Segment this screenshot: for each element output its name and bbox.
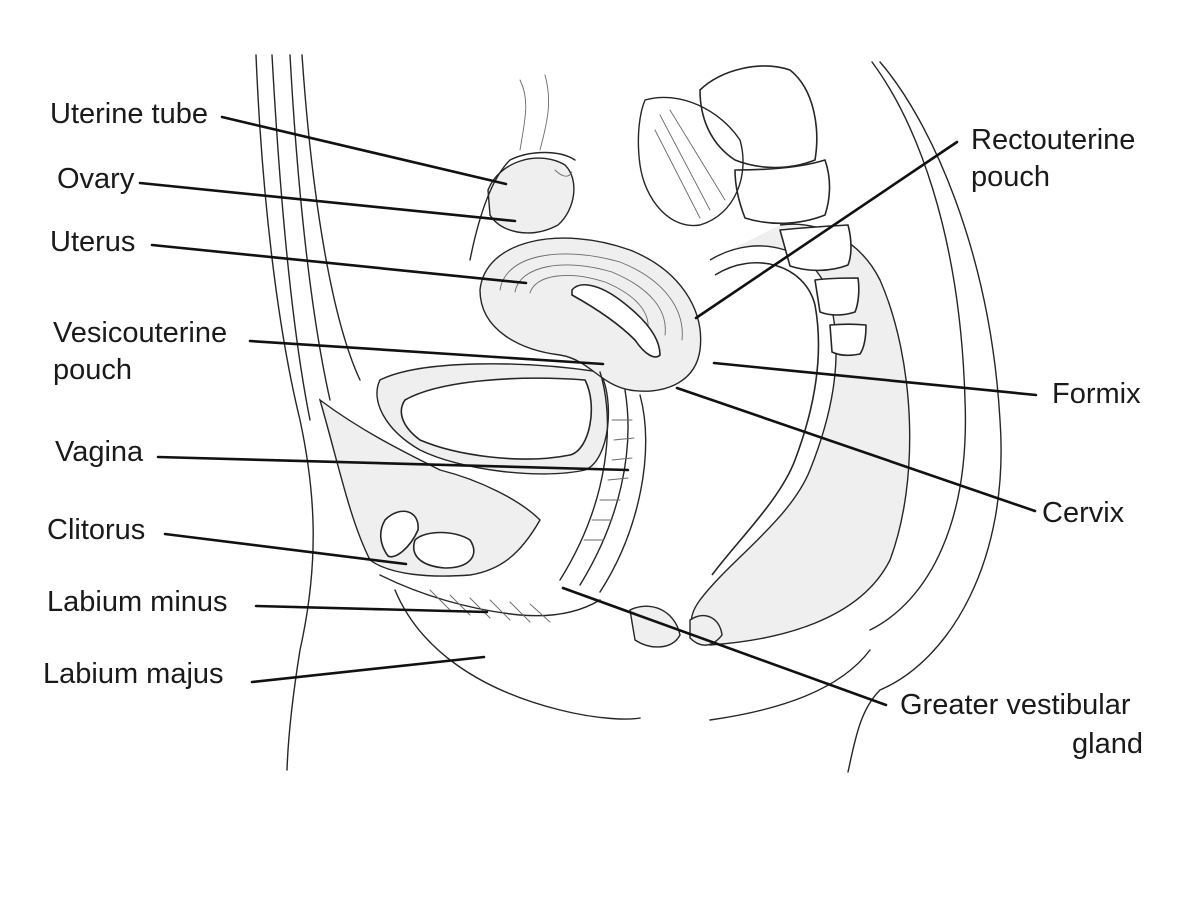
ovary-shape — [487, 157, 575, 234]
leader-ovary — [138, 181, 517, 223]
label-rectouterine-line1: Rectouterine — [971, 124, 1136, 156]
sacrum-outline — [637, 96, 744, 227]
labium-majus-shape — [394, 589, 641, 720]
pubic-region — [318, 398, 541, 577]
leader-uterus — [150, 243, 528, 285]
label-clitorus: Clitorus — [47, 514, 146, 546]
abdominal-wall-outline — [255, 54, 314, 771]
label-rectouterine-line2: pouch — [971, 161, 1051, 193]
label-vagina: Vagina — [55, 436, 144, 468]
vertebrae — [699, 65, 867, 357]
label-vesicouterine-line1: Vesicouterine — [53, 317, 228, 349]
leader-vesicouterine — [248, 339, 605, 366]
label-formix: Formix — [1052, 378, 1141, 410]
leader-vagina — [156, 455, 630, 472]
back-outline — [847, 61, 1002, 773]
label-vesicouterine-line2: pouch — [53, 354, 133, 386]
leader-labium-minus — [254, 604, 489, 614]
label-uterine-tube: Uterine tube — [50, 98, 208, 130]
uterine-tube-shape — [469, 151, 576, 261]
leader-greater-vestibular — [561, 586, 888, 707]
leader-formix — [712, 361, 1038, 397]
leader-rectouterine — [694, 140, 959, 320]
leader-clitorus — [163, 532, 408, 566]
leader-uterine-tube — [220, 115, 508, 186]
label-uterus: Uterus — [50, 226, 136, 258]
label-cervix: Cervix — [1042, 497, 1125, 529]
label-greater-vestibular-line2: gland — [1072, 728, 1143, 760]
leader-labium-majus — [250, 655, 486, 684]
label-ovary: Ovary — [57, 163, 135, 195]
label-labium-minus: Labium minus — [47, 586, 228, 618]
label-labium-majus: Labium majus — [43, 658, 224, 690]
vaginal-canal — [559, 371, 609, 581]
leader-cervix — [675, 386, 1037, 513]
labium-minus-shape — [379, 574, 601, 617]
label-greater-vestibular-line1: Greater vestibular — [900, 689, 1131, 721]
